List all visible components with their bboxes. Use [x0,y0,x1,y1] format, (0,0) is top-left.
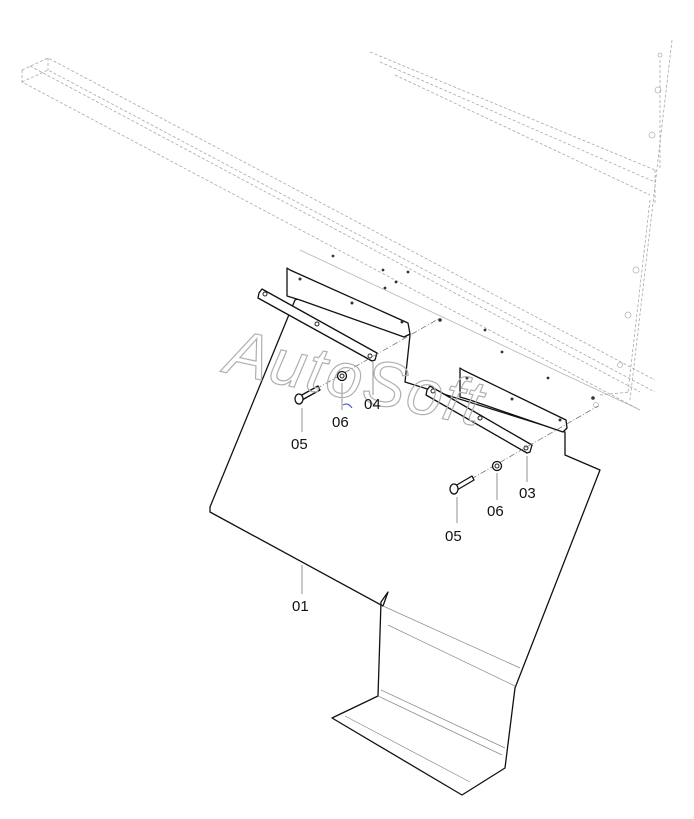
callout-06-left: 06 [332,414,349,431]
callout-04: 04 [364,396,381,413]
clamp-strip-03 [425,385,533,454]
callout-05-right: 05 [445,528,462,545]
fastener-assembly-left [294,317,441,409]
callout-03: 03 [519,485,536,502]
bracket-plate-right [459,367,568,433]
bracket-plate-left [286,267,411,338]
clamp-strip-04 [257,288,378,362]
callout-labels: 01 03 04 05 05 06 06 [291,396,536,615]
ghost-frame-bolts [331,52,663,408]
fastener-assembly-right [449,405,599,495]
ghost-frame-structure [21,39,673,411]
leader-lines [301,362,528,594]
callout-05-left: 05 [291,436,308,453]
callout-06-right: 06 [487,503,504,520]
callout-01: 01 [292,598,309,615]
